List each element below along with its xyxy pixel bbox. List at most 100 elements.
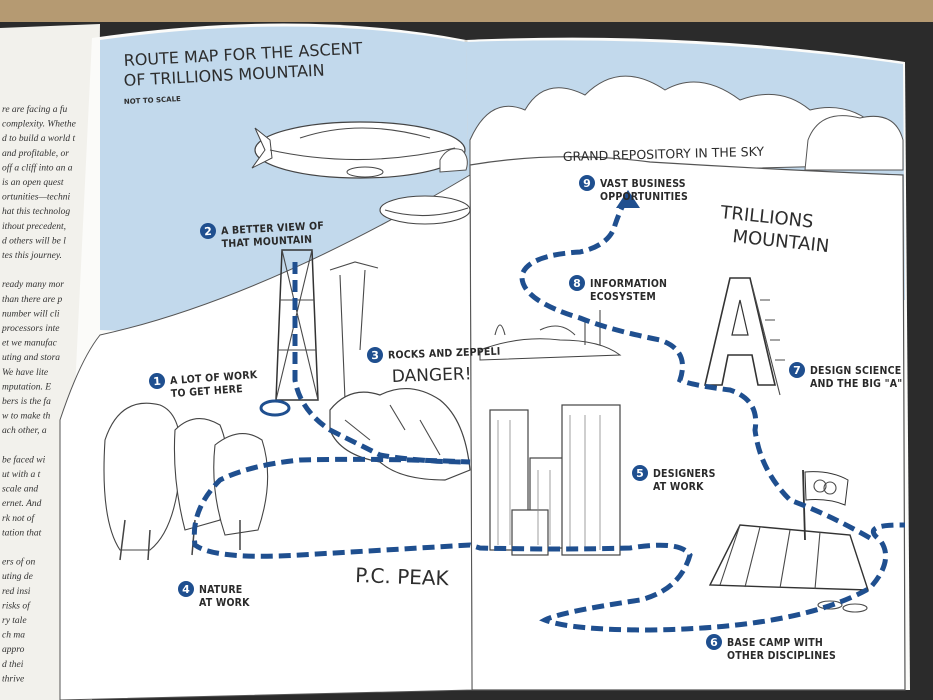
left-page-line: ry tale bbox=[2, 616, 27, 626]
stop-number-badge bbox=[178, 581, 194, 597]
left-page-line: w to make th bbox=[2, 412, 51, 422]
skyscrapers-icon bbox=[489, 404, 621, 556]
route-path-mid bbox=[519, 193, 872, 541]
stop-label-line1: DESIGNERS bbox=[653, 468, 716, 480]
left-page-line: processors inte bbox=[1, 324, 59, 334]
stop-number: 4 bbox=[182, 583, 190, 596]
left-page-line: uting de bbox=[2, 572, 33, 582]
observation-tower-icon bbox=[259, 249, 379, 417]
zeppelin-small-icon bbox=[379, 195, 471, 225]
left-page-line: red insi bbox=[2, 587, 31, 597]
left-page-line: tation that bbox=[2, 528, 42, 538]
left-page-line: d others will be l bbox=[2, 236, 66, 246]
route-path bbox=[191, 262, 905, 633]
left-page-line: rk not of bbox=[2, 513, 36, 524]
stop-label-line2: AND THE BIG "A" bbox=[810, 378, 902, 390]
route-arrow-icon bbox=[616, 190, 640, 208]
left-page-text: re are facing a fu complexity. Whethe d to… bbox=[1, 104, 76, 684]
stop-label-line1: A BETTER VIEW OF bbox=[221, 220, 325, 237]
map-subtitle: NOT TO SCALE bbox=[124, 95, 182, 106]
base-camp-tent-icon bbox=[708, 469, 869, 613]
sky-label: GRAND REPOSITORY IN THE SKY bbox=[563, 144, 765, 164]
left-page-line: et we manufac bbox=[2, 338, 58, 349]
cloud-tiny bbox=[439, 148, 468, 173]
stop-number-badge bbox=[706, 634, 722, 650]
stop-number: 1 bbox=[153, 375, 162, 389]
stop-number-badge bbox=[569, 275, 585, 291]
left-page-line: ortunities—techni bbox=[2, 193, 70, 203]
stop-label-line1: ROCKS AND ZEPPELI bbox=[388, 346, 501, 362]
stop-number-badge bbox=[149, 373, 165, 389]
cloud-bank bbox=[469, 75, 881, 176]
stop-label-line2: AT WORK bbox=[199, 597, 250, 609]
left-page-line: d to build a world t bbox=[2, 134, 75, 144]
left-page-line: complexity. Whethe bbox=[2, 120, 76, 130]
left-page-line: We have lite bbox=[2, 368, 48, 378]
left-page-line: ut with a t bbox=[2, 470, 41, 480]
stop-number: 9 bbox=[583, 177, 591, 190]
left-page-line: re are facing a fu bbox=[2, 104, 68, 115]
left-page-line: d thei bbox=[2, 660, 24, 670]
left-page-line: number will cli bbox=[2, 309, 60, 319]
left-page-line: ernet. And bbox=[2, 499, 42, 509]
stop-number-badge bbox=[579, 175, 595, 191]
left-page-line: risks of bbox=[2, 600, 31, 611]
left-page-line: be faced wi bbox=[2, 454, 46, 465]
stop-label-line2: THAT MOUNTAIN bbox=[221, 234, 312, 251]
pc-peak-label: P.C. PEAK bbox=[355, 563, 450, 590]
stop-number: 5 bbox=[636, 467, 644, 480]
stop-label-line2: ECOSYSTEM bbox=[590, 291, 656, 303]
stop-number: 3 bbox=[371, 349, 379, 362]
stop-number-badge bbox=[632, 465, 648, 481]
stop-label-line1: BASE CAMP WITH bbox=[727, 637, 823, 649]
left-page-line: thrive bbox=[2, 674, 24, 684]
stop-3: 3 ROCKS AND ZEPPELI bbox=[367, 346, 501, 363]
stop-label-line2: TO GET HERE bbox=[171, 383, 244, 400]
stop-number-badge bbox=[789, 362, 805, 378]
left-page-line: appro bbox=[2, 645, 25, 655]
ecosystem-icon bbox=[479, 310, 622, 361]
left-page-line: ready many mor bbox=[2, 280, 64, 290]
left-page-line: is an open quest bbox=[2, 178, 64, 188]
stop-label-line2: OTHER DISCIPLINES bbox=[727, 650, 836, 662]
stop-label-line2: AT WORK bbox=[653, 481, 704, 493]
left-page-line: tes this journey. bbox=[2, 251, 62, 261]
trillions-mountain bbox=[469, 156, 906, 691]
rocks-icon bbox=[329, 387, 471, 481]
stop-number: 7 bbox=[793, 364, 801, 377]
left-page-line: mputation. E bbox=[2, 382, 51, 392]
left-page-line: off a cliff into an a bbox=[2, 162, 73, 173]
left-page-line: and profitable, or bbox=[2, 148, 69, 159]
stop-label-line1: DESIGN SCIENCE bbox=[810, 365, 901, 377]
left-page-line: ithout precedent, bbox=[2, 222, 66, 232]
stop-label-line1: VAST BUSINESS bbox=[600, 178, 686, 190]
stop-number: 6 bbox=[710, 636, 718, 649]
left-page-line: bers is the fa bbox=[2, 396, 51, 407]
left-page-line: hat this technolog bbox=[2, 207, 70, 217]
stop-number-badge bbox=[367, 347, 383, 363]
stop-number: 2 bbox=[204, 225, 212, 238]
trees-icon bbox=[103, 402, 269, 561]
big-a-icon bbox=[703, 277, 785, 396]
left-page-line: ach other, a bbox=[2, 426, 47, 436]
cloud-small bbox=[804, 115, 904, 171]
stop-number-badge bbox=[200, 223, 216, 239]
left-page-line: ers of on bbox=[2, 557, 36, 568]
stop-number: 8 bbox=[573, 277, 581, 290]
danger-label: DANGER! bbox=[391, 364, 471, 387]
stop-label-line2: OPPORTUNITIES bbox=[600, 191, 688, 203]
left-page-line: uting and stora bbox=[2, 353, 60, 363]
zeppelin-large-icon bbox=[251, 121, 466, 179]
stop-label-line1: INFORMATION bbox=[590, 278, 667, 290]
stop-label-line1: NATURE bbox=[199, 584, 242, 596]
left-page-line: ch ma bbox=[2, 631, 25, 641]
